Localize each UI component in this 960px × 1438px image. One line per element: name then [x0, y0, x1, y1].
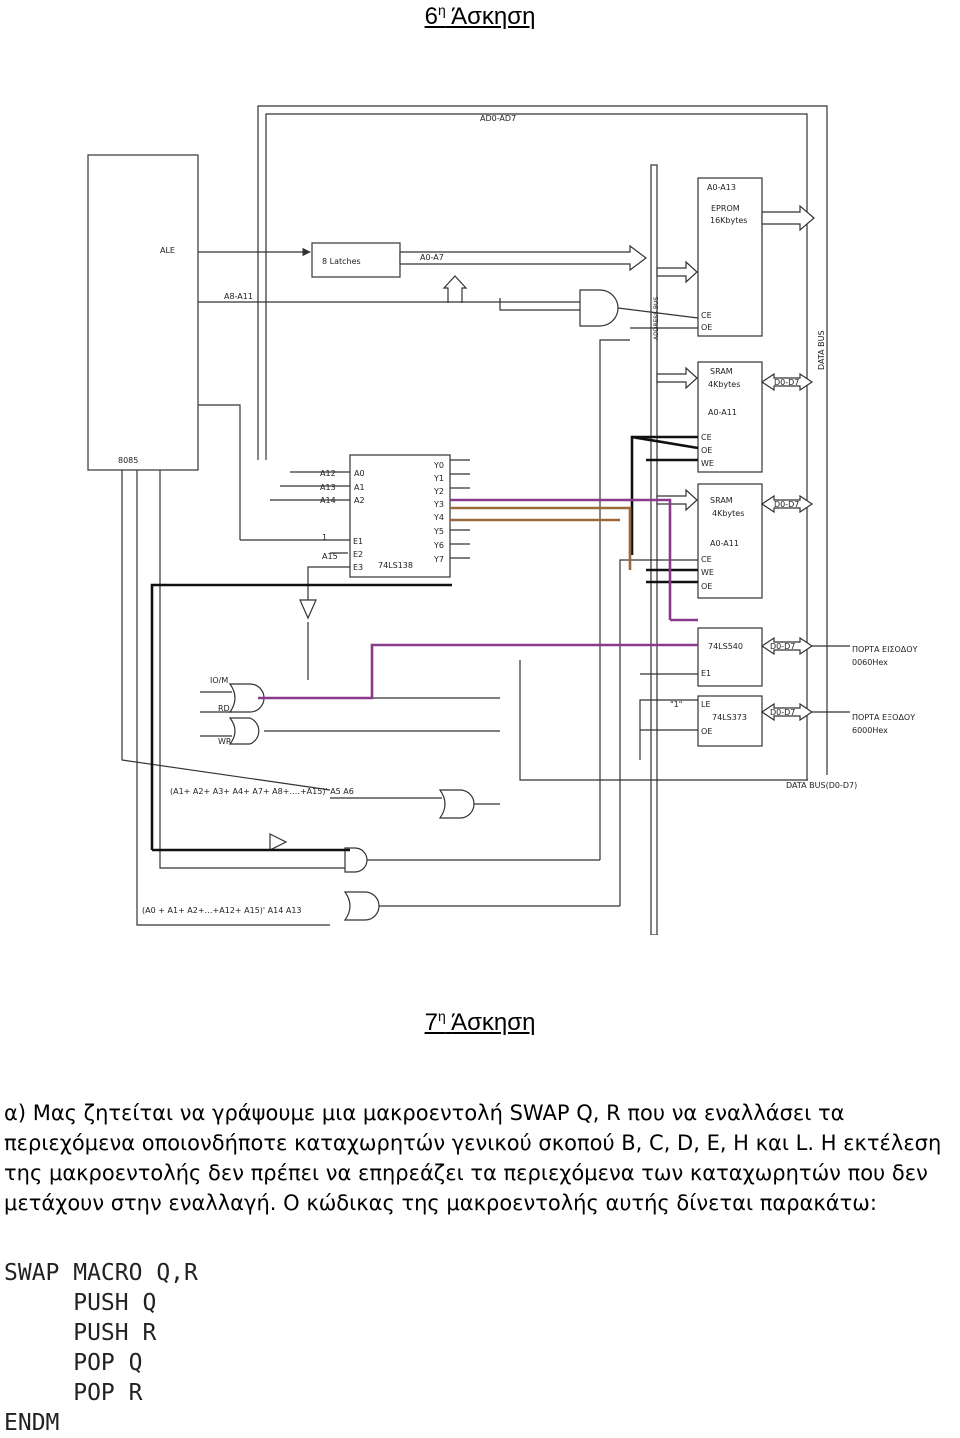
cpu-8085-box	[87, 154, 199, 471]
dec-out-7: Y7	[433, 555, 444, 564]
dec-in-2: A2	[354, 496, 365, 505]
sram1-we: WE	[701, 459, 714, 468]
and-gate	[579, 289, 619, 327]
data-bus-label: DATA BUS	[817, 330, 826, 370]
port-in-l2: 0060Hex	[852, 658, 888, 667]
buf-e1: E1	[701, 669, 711, 678]
sram1-addr: A0-A11	[708, 408, 737, 417]
dec-line-a13: A13	[320, 483, 336, 492]
paragraph-line: α) Μας ζητείται να γράψουμε μια μακροεντ…	[4, 1101, 845, 1125]
dec-en-2: E2	[353, 550, 363, 559]
equation-1: (A1+ A2+ A3+ A4+ A7+ A8+….+A15)' A5 A6	[170, 787, 354, 796]
dec-a15: A15	[322, 552, 338, 561]
sram2-addr: A0-A11	[710, 539, 739, 548]
sram2-we: WE	[701, 568, 714, 577]
sram2-oe: OE	[701, 582, 712, 591]
a0a7-label: A0-A7	[420, 253, 444, 262]
cpu-label: 8085	[118, 456, 138, 465]
eprom-box	[697, 177, 763, 337]
or-gate-3	[438, 789, 475, 819]
eprom-name: EPROM	[711, 204, 740, 213]
dec-out-3: Y3	[433, 500, 444, 509]
dec-out-6: Y6	[433, 541, 444, 550]
code-line: SWAP MACRO Q,R	[4, 1260, 198, 1286]
sram1-ce: CE	[701, 433, 712, 442]
buf-data: D0-D7	[770, 642, 795, 651]
dec-out-4: Y4	[433, 513, 444, 522]
port-out-l1: ΠΟΡΤΑ ΕΞΟΔΟΥ	[852, 713, 915, 722]
macro-code-block: SWAP MACRO Q,R PUSH Q PUSH R POP Q POP R…	[4, 1258, 198, 1438]
or-gate-1	[228, 683, 265, 713]
paragraph-line: μετάχουν στην εναλλαγή. Ο κώδικας της μα…	[4, 1191, 877, 1215]
dec-en-1: E1	[353, 537, 363, 546]
exercise-7-heading: 7η Άσκηση	[424, 1008, 536, 1036]
sram1-box	[697, 361, 763, 473]
address-bus-label: ADDRESS BUS	[653, 297, 660, 340]
sram2-name: SRAM	[710, 496, 733, 505]
eprom-oe: OE	[701, 323, 712, 332]
port-out-l2: 6000Hex	[852, 726, 888, 735]
dec-line-a12: A12	[320, 469, 336, 478]
buffer-74ls540-box	[697, 627, 763, 687]
dec-out-1: Y1	[433, 474, 444, 483]
bus-ad-label: AD0-AD7	[480, 114, 516, 123]
latches-label: 8 Latches	[322, 257, 361, 266]
wr-label: WR	[218, 737, 232, 746]
port-in-l1: ΠΟΡΤΑ ΕΙΣΟΔΟΥ	[852, 645, 918, 654]
dec-line-a14: A14	[320, 496, 336, 505]
sram1-data: D0-D7	[774, 378, 799, 387]
sram2-box	[697, 483, 763, 599]
decoder-74ls138-box	[349, 454, 451, 578]
dec-out-5: Y5	[433, 527, 444, 536]
code-line: POP Q	[4, 1350, 143, 1376]
code-line: ENDM	[4, 1410, 60, 1436]
code-line: PUSH R	[4, 1320, 157, 1346]
dec-one: 1	[322, 533, 327, 542]
latch-one: "1"	[670, 700, 682, 709]
or-gate-4	[343, 891, 380, 921]
ale-label: ALE	[160, 246, 175, 255]
dec-out-2: Y2	[433, 487, 444, 496]
not-gate	[299, 599, 317, 620]
dec-en-3: E3	[353, 563, 363, 572]
buf-name: 74LS540	[708, 642, 743, 651]
sram1-name: SRAM	[710, 367, 733, 376]
sram1-oe: OE	[701, 446, 712, 455]
dec-in-0: A0	[354, 469, 365, 478]
eprom-ce: CE	[701, 311, 712, 320]
iom-label: IO/M	[210, 676, 228, 685]
or-gate-2	[228, 717, 260, 745]
dec-out-0: Y0	[433, 461, 444, 470]
exercise-7-paragraph: α) Μας ζητείται να γράψουμε μια μακροεντ…	[4, 1098, 960, 1218]
data-bus-bottom-label: DATA BUS(D0-D7)	[786, 781, 857, 790]
circuit-diagram: AD0-AD7 8085 ALE A8-A11 8 Latches A0-A7 …	[87, 105, 918, 935]
sram2-data: D0-D7	[774, 500, 799, 509]
latch-le: LE	[701, 700, 711, 709]
sram2-ce: CE	[701, 555, 712, 564]
sram1-size: 4Kbytes	[708, 380, 740, 389]
and-gate-2	[344, 847, 368, 873]
eprom-size: 16Kbytes	[710, 216, 747, 225]
dec-name: 74LS138	[378, 561, 413, 570]
rd-label: RD	[218, 704, 230, 713]
paragraph-line: της μακροεντολής δεν πρέπει να επηρεάζει…	[4, 1161, 928, 1185]
equation-2: (A0 + A1+ A2+…+A12+ A15)' A14 A13	[142, 906, 302, 915]
a8a11-label: A8-A11	[224, 292, 253, 301]
latch-74ls373-box	[697, 695, 763, 747]
dec-in-1: A1	[354, 483, 365, 492]
exercise-6-heading: 6η Άσκηση	[424, 2, 536, 30]
code-line: POP R	[4, 1380, 143, 1406]
sram2-size: 4Kbytes	[712, 509, 744, 518]
eprom-addr: A0-A13	[707, 183, 736, 192]
latch-data: D0-D7	[770, 708, 795, 717]
latch-oe: OE	[701, 727, 712, 736]
code-line: PUSH Q	[4, 1290, 157, 1316]
paragraph-line: περιεχόμενα οποιονδήποτε καταχωρητών γεν…	[4, 1131, 942, 1155]
latch-name: 74LS373	[712, 713, 747, 722]
